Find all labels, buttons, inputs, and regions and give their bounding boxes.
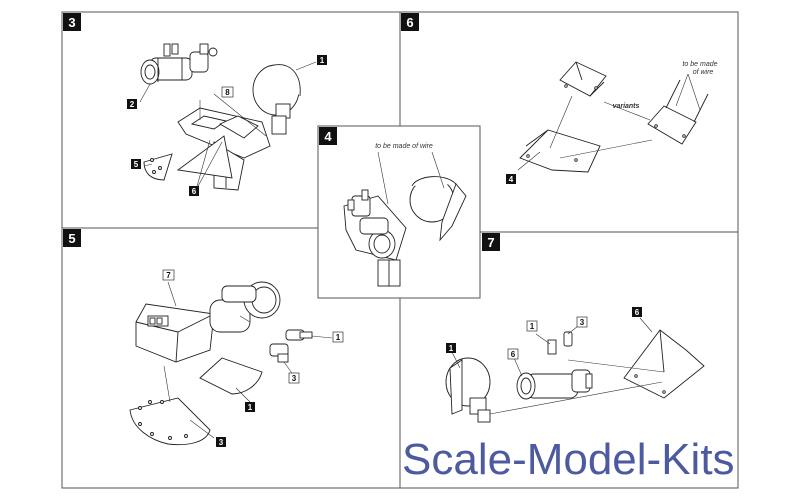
step-3-drawing	[139, 43, 317, 191]
step-5-label-7: 7	[162, 269, 175, 281]
svg-text:7: 7	[166, 271, 171, 280]
step-6-wire-note-line2: of wire	[693, 69, 714, 76]
step-3-label-6: 6	[189, 186, 199, 196]
step-5-label-1-solid: 1	[245, 402, 255, 412]
step-6-label-4: 4	[506, 174, 516, 184]
svg-text:6: 6	[511, 350, 516, 359]
step-3-label-1: 1	[317, 55, 327, 65]
svg-text:1: 1	[449, 344, 454, 353]
svg-text:6: 6	[192, 187, 197, 196]
step-6-drawing	[517, 61, 709, 173]
step-5-label-3-outline: 3	[288, 372, 300, 384]
step-7-label-6-solid: 6	[632, 307, 642, 317]
step-7-label-6-outline: 6	[507, 348, 519, 360]
svg-text:3: 3	[292, 374, 297, 383]
watermark-text: Scale-Model-Kits	[402, 435, 735, 484]
step-4-drawing	[343, 151, 467, 287]
svg-text:1: 1	[530, 322, 535, 331]
step-4-number: 4	[324, 129, 332, 144]
step-5-label-3-solid: 3	[216, 437, 226, 447]
step-6-wire-note-line1: to be made	[682, 61, 717, 68]
step-5-number: 5	[68, 231, 75, 246]
step-3-label-8: 8	[221, 86, 234, 98]
svg-text:2: 2	[130, 100, 135, 109]
svg-text:1: 1	[336, 333, 341, 342]
step-6-badge: 6	[401, 13, 419, 31]
step-4-badge: 4	[319, 127, 337, 145]
step-7-drawing	[445, 317, 705, 423]
svg-text:3: 3	[580, 318, 585, 327]
svg-text:8: 8	[225, 88, 230, 97]
step-5-label-1-outline: 1	[332, 331, 344, 343]
step-7-label-1-solid: 1	[446, 343, 456, 353]
step-7-label-1-outline: 1	[526, 320, 538, 332]
svg-text:5: 5	[134, 160, 139, 169]
step-7-badge: 7	[482, 233, 500, 251]
svg-text:1: 1	[320, 56, 325, 65]
step-3-number: 3	[68, 15, 75, 30]
step-3-badge: 3	[63, 13, 81, 31]
svg-text:6: 6	[635, 308, 640, 317]
svg-text:1: 1	[248, 403, 253, 412]
step-7-number: 7	[487, 235, 494, 250]
svg-text:4: 4	[509, 175, 514, 184]
step-3-label-5: 5	[131, 159, 141, 169]
step-6-variants-label: variants	[613, 103, 640, 110]
svg-text:3: 3	[219, 438, 224, 447]
step-6-number: 6	[406, 15, 413, 30]
step-4-wire-note: to be made of wire	[375, 143, 433, 150]
step-7-label-3-outline: 3	[576, 316, 588, 328]
step-5-drawing	[129, 281, 333, 446]
step-3-label-2: 2	[127, 99, 137, 109]
step-5-badge: 5	[63, 229, 81, 247]
